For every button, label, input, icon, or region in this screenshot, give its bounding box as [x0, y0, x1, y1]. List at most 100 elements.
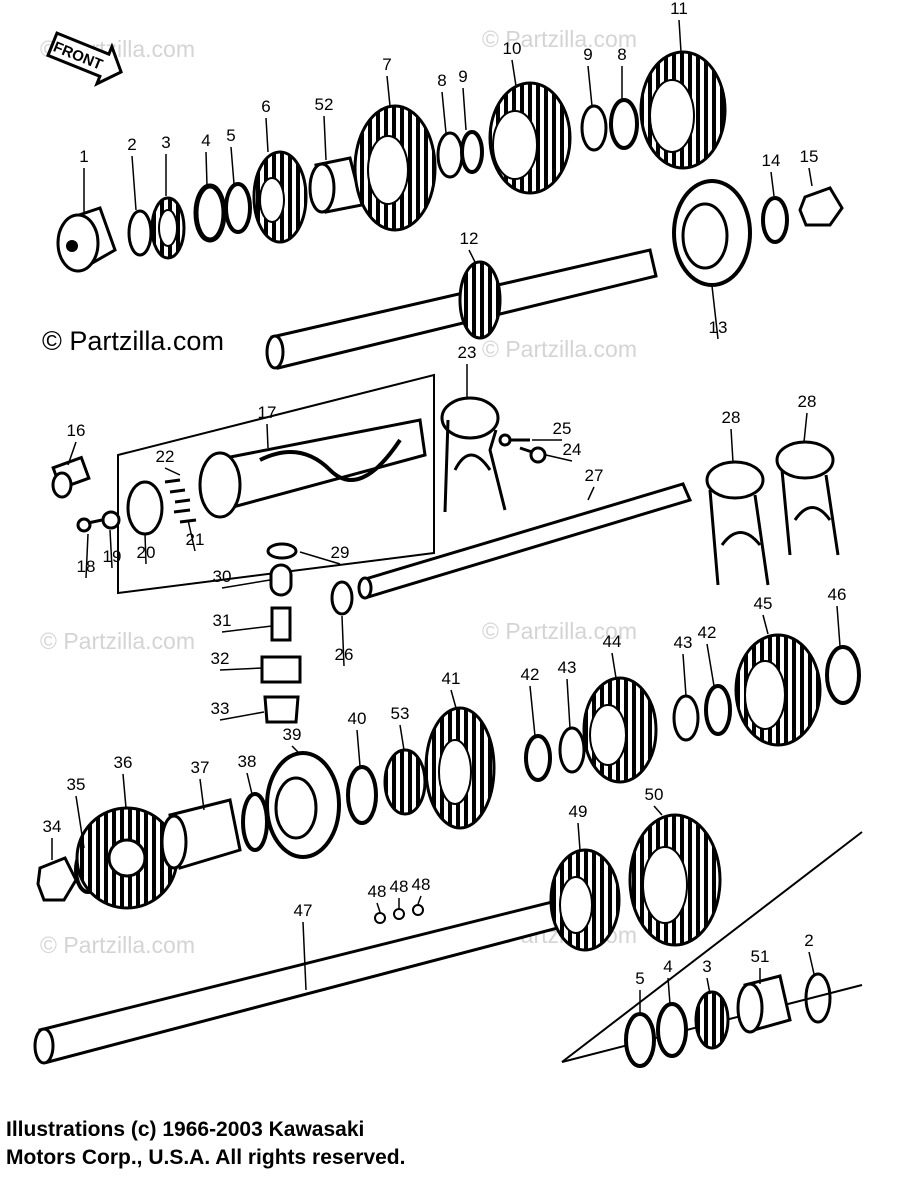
- part-6-gear: [252, 150, 308, 244]
- callout-number: 42: [698, 623, 717, 642]
- part-52-bushing: [308, 156, 364, 214]
- parts-48-balls: [374, 904, 424, 924]
- callout-number: 14: [762, 151, 781, 170]
- callout-number: 37: [191, 758, 210, 777]
- leader-line: [808, 167, 813, 187]
- callout-number: 40: [348, 709, 367, 728]
- callout-number: 36: [114, 753, 133, 772]
- leader-line: [566, 678, 571, 729]
- callout-number: 25: [553, 419, 572, 438]
- leader-line: [291, 745, 299, 753]
- leader-line: [667, 977, 671, 1005]
- leader-line: [545, 454, 573, 462]
- leader-line: [529, 685, 536, 737]
- part-9-washer: [460, 130, 484, 174]
- leader-line: [356, 729, 361, 767]
- watermark: © Partzilla.com: [482, 336, 637, 362]
- callout-number: 39: [283, 725, 302, 744]
- callout-number: 18: [77, 557, 96, 576]
- callout-number: 27: [585, 466, 604, 485]
- part-18-screw: [76, 517, 103, 533]
- part-22-pins: [164, 478, 191, 504]
- callout-number: 52: [315, 95, 334, 114]
- leader-line: [587, 486, 595, 501]
- leader-line: [219, 667, 263, 671]
- part-37-collar: [160, 798, 242, 870]
- callout-number: 53: [391, 704, 410, 723]
- callout-number: 38: [238, 752, 257, 771]
- leader-line: [450, 689, 457, 709]
- callout-number: 11: [670, 0, 688, 18]
- callout-number: 48: [368, 882, 387, 901]
- leader-line: [803, 412, 808, 443]
- callout-number: 2: [804, 931, 813, 950]
- leader-line: [730, 428, 734, 463]
- callout-number: 4: [201, 131, 210, 150]
- callout-number: 49: [569, 802, 588, 821]
- callout-number: 31: [213, 611, 232, 630]
- part-28-shift-fork-a: [705, 460, 770, 586]
- part-44-gear: [582, 676, 658, 784]
- parts-inset-5-4-3: [624, 990, 730, 1068]
- leader-line: [122, 773, 127, 809]
- part-25-24-bolts: [498, 433, 547, 464]
- callout-number: 9: [458, 67, 467, 86]
- part-19-washer: [101, 510, 121, 530]
- part-2-circlip-b: [804, 972, 832, 1024]
- footer-line-1: Illustrations (c) 1966-2003 Kawasaki: [6, 1118, 365, 1141]
- leader-line: [266, 423, 269, 449]
- leader-line: [468, 249, 476, 263]
- leader-line: [221, 579, 271, 589]
- leader-line: [67, 441, 77, 466]
- part-21-pins: [173, 508, 197, 524]
- leader-line: [265, 117, 269, 153]
- part-53-needle-bearing: [383, 748, 427, 816]
- part-20-plate: [126, 480, 164, 536]
- leader-line: [706, 977, 711, 995]
- callout-number: 47: [294, 901, 313, 920]
- callout-number: 2: [127, 135, 136, 154]
- part-13-ball-bearing: [672, 179, 752, 287]
- leader-line: [577, 822, 581, 851]
- part-40-washer: [346, 765, 378, 825]
- part-15-nut: [798, 186, 844, 227]
- leader-lines: [51, 19, 841, 1014]
- leader-line: [187, 519, 196, 552]
- part-38-o-ring: [241, 792, 269, 852]
- parts-29-33-detent: [260, 542, 302, 724]
- footer-line-2: Motors Corp., U.S.A. All rights reserved…: [6, 1146, 406, 1169]
- part-9-washer-b: [580, 104, 608, 152]
- part-45-gear: [734, 633, 822, 747]
- leader-line: [611, 652, 617, 679]
- leader-line: [770, 171, 775, 197]
- callout-number: 5: [635, 969, 644, 988]
- part-36-sprocket: [75, 806, 179, 910]
- part-4-washer: [193, 183, 227, 243]
- watermark: © Partzilla.com: [40, 932, 195, 958]
- callout-number: 3: [702, 957, 711, 976]
- callout-number: 21: [186, 530, 205, 549]
- callout-number: 42: [521, 665, 540, 684]
- part-2-circlip: [127, 209, 153, 257]
- leader-line: [299, 551, 341, 565]
- callout-number: 29: [331, 543, 350, 562]
- leader-line: [221, 625, 273, 633]
- callout-number: 8: [437, 71, 446, 90]
- part-26-circlip: [330, 580, 354, 616]
- part-43-circlip: [558, 726, 586, 774]
- leader-line: [164, 467, 181, 476]
- callout-number: 48: [390, 877, 409, 896]
- callout-number: 22: [156, 447, 175, 466]
- part-41-gear: [424, 706, 496, 830]
- callout-number: 26: [335, 645, 354, 664]
- callout-number: 45: [754, 594, 773, 613]
- part-14-washer: [761, 196, 789, 244]
- part-16-switch: [51, 455, 91, 499]
- leader-line: [230, 146, 235, 185]
- callout-number: 51: [751, 947, 770, 966]
- callout-number: 44: [603, 632, 622, 651]
- leader-line: [511, 59, 517, 87]
- leader-line: [711, 285, 719, 340]
- part-7-gear: [353, 104, 437, 232]
- part-42-washer-b: [704, 684, 732, 736]
